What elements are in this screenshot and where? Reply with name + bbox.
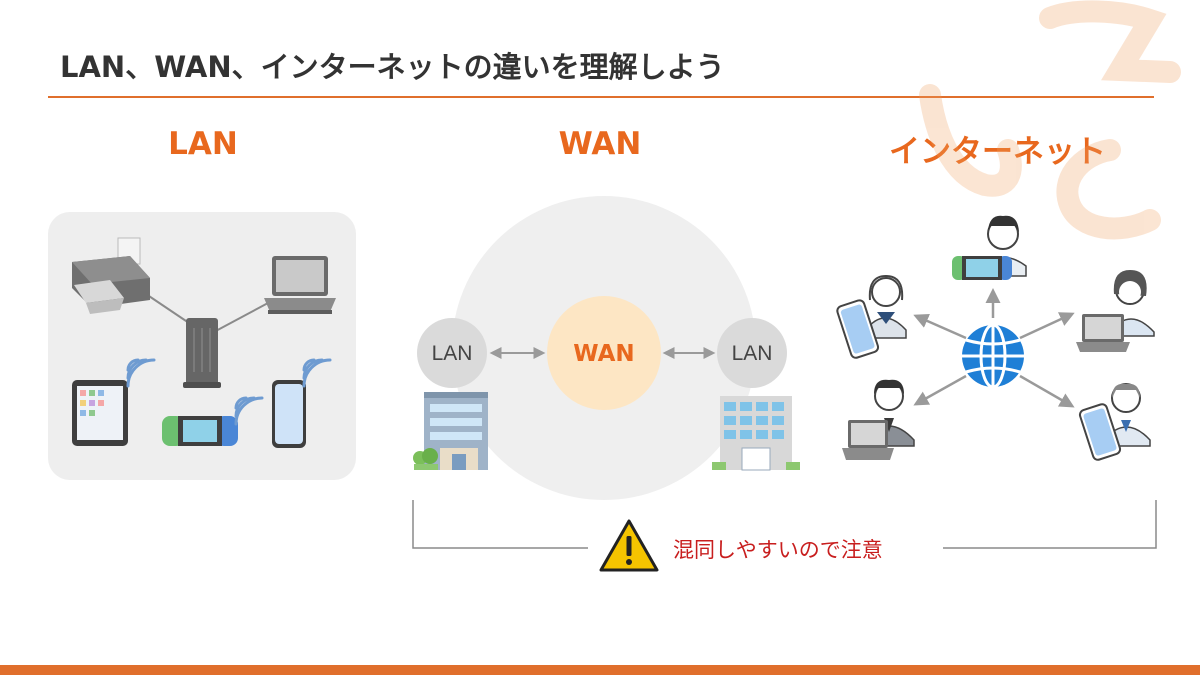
wan-left-lan-node (417, 318, 487, 388)
wifi-signal-icon (302, 358, 332, 388)
warning-icon (599, 519, 659, 572)
wifi-signal-icon (234, 396, 264, 426)
game-console-icon (952, 256, 1012, 280)
wifi-signal-icon (126, 358, 156, 388)
watermark-logo (919, 0, 1181, 240)
wan-right-lan-label: LAN (732, 342, 773, 365)
lan-heading: LAN (168, 126, 238, 162)
wan-heading: WAN (558, 126, 642, 162)
wan-center-node (547, 296, 661, 410)
wan-center-label: WAN (573, 341, 634, 367)
wan-left-lan-label: LAN (432, 342, 473, 365)
smartphone-icon (272, 380, 306, 448)
person-icon (865, 274, 907, 339)
page-title: LAN、WAN、インターネットの違いを理解しよう (60, 50, 725, 84)
game-console-icon (162, 416, 238, 446)
smartphone-icon (836, 299, 880, 359)
printer-icon (72, 237, 150, 314)
smartphone-icon (1078, 403, 1122, 461)
tablet-icon (72, 380, 128, 446)
internet-links (913, 288, 1075, 408)
globe-icon (962, 323, 1024, 389)
wifi-router-icon (183, 318, 221, 388)
laptop-icon (1076, 314, 1130, 352)
laptop-icon (264, 256, 336, 314)
footer-bar (0, 665, 1200, 675)
title-divider (48, 96, 1154, 98)
caution-bracket (412, 500, 1157, 549)
laptop-icon (842, 420, 894, 460)
office-building-icon (712, 396, 800, 471)
caution-text: 混同しやすいので注意 (673, 538, 883, 562)
wan-right-lan-node (717, 318, 787, 388)
internet-heading: インターネット (889, 134, 1106, 170)
office-building-icon (413, 392, 488, 470)
